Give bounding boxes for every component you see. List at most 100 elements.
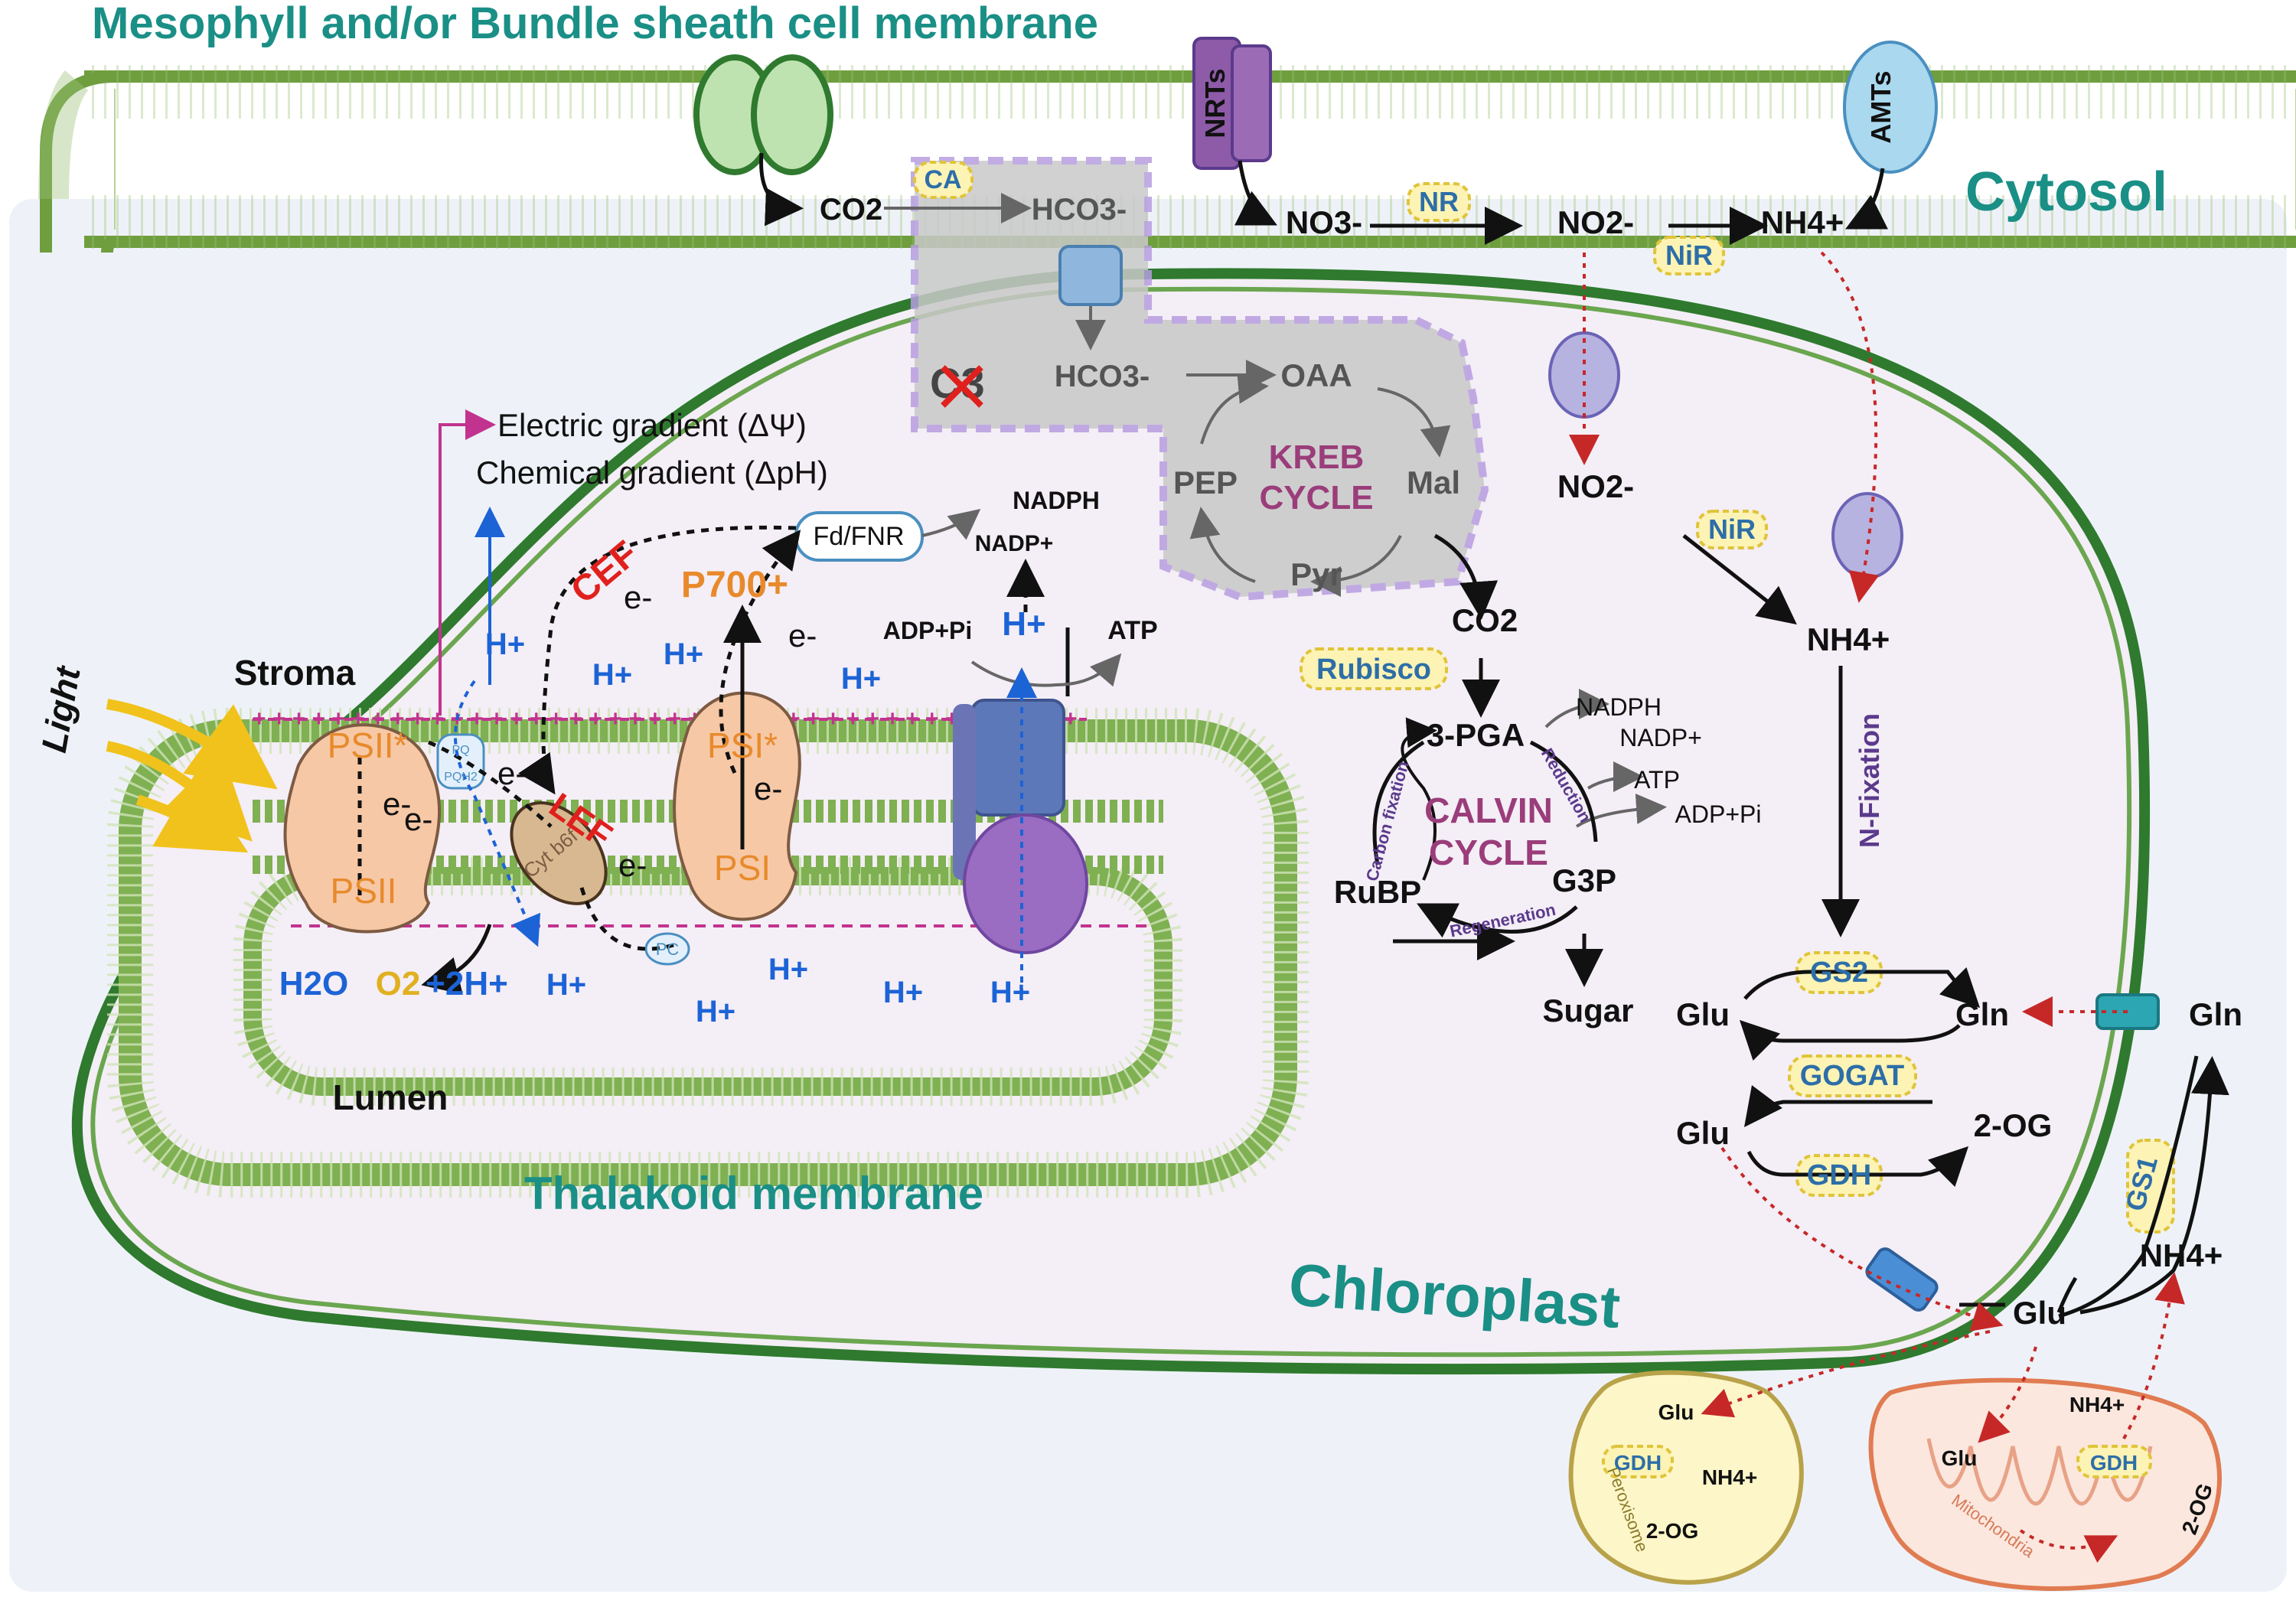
- met-perox-2og: 2-OG: [1646, 1519, 1698, 1543]
- met-glu-cyt: Glu: [2013, 1295, 2066, 1331]
- met-nh4-top: NH4+: [1761, 204, 1844, 240]
- amts-label: AMTs: [1865, 70, 1896, 143]
- co2-channel-protein: [693, 54, 833, 175]
- electron-4: e-: [624, 579, 652, 615]
- met-mito-nh4: NH4+: [2069, 1393, 2125, 1416]
- electric-gradient-label: Electric gradient (ΔΨ): [497, 407, 807, 443]
- met-g3p: G3P: [1552, 862, 1616, 898]
- met-adppi-calvin: ADP+Pi: [1675, 800, 1762, 828]
- electron-paths: [357, 525, 1045, 951]
- met-co2-chl: CO2: [1452, 602, 1518, 638]
- met-no2-top: NO2-: [1557, 204, 1634, 240]
- membrane-title: Mesophyll and/or Bundle sheath cell memb…: [92, 0, 1098, 48]
- pqh2-label: PQH2: [444, 771, 478, 784]
- met-gln-cyt: Gln: [2189, 996, 2242, 1032]
- met-atp-calvin: ATP: [1634, 766, 1680, 794]
- met-nh4-chl: NH4+: [1807, 621, 1890, 657]
- two-protons-label: +2H+: [426, 965, 508, 1002]
- chemical-gradient-label: Chemical gradient (ΔpH): [476, 455, 828, 491]
- met-pep: PEP: [1173, 464, 1238, 500]
- met-no2-mid: NO2-: [1557, 468, 1634, 504]
- met-rubp: RuBP: [1334, 874, 1421, 910]
- cyt-b6f-complex: [510, 801, 608, 905]
- dotted-transport-arrows: [1569, 251, 2185, 1563]
- proton-3: H+: [664, 637, 703, 671]
- electron-7: e-: [618, 847, 647, 883]
- peroxisome-organelle: [1568, 1370, 1804, 1585]
- reaction-arrows: [421, 152, 2229, 1319]
- enzyme-gogat: GOGAT: [1800, 1060, 1905, 1092]
- psii-complex: [283, 723, 442, 934]
- met-perox-nh4: NH4+: [1702, 1465, 1757, 1489]
- met-sugar: Sugar: [1542, 993, 1633, 1028]
- enzyme-nir-2: NiR: [1708, 513, 1756, 545]
- lumen-label: Lumen: [333, 1077, 448, 1117]
- oxygen-label: O2: [376, 965, 421, 1002]
- electron-1: e-: [383, 786, 411, 822]
- thylakoid-membrane-label: Thalakoid membrane: [524, 1168, 983, 1219]
- kreb-cycle-label-1: KREB: [1269, 438, 1365, 476]
- met-nadp-calvin: NADP+: [1619, 724, 1702, 751]
- enzyme-gs2: GS2: [1810, 957, 1868, 989]
- cytosol-label: Cytosol: [1965, 161, 2167, 223]
- amts-transporter: [1843, 41, 1938, 174]
- met-no3: NO3-: [1286, 204, 1362, 240]
- electron-2: e-: [404, 801, 432, 837]
- stroma-plus-signs: + + + + + + + + + + + + + + + + + + + + …: [253, 706, 1078, 732]
- enzyme-gdh-peroxisome: GDH: [1614, 1451, 1662, 1475]
- n-fixation-label: N-Fixation: [1854, 713, 1885, 848]
- atp-label: ATP: [1107, 616, 1157, 645]
- proton-7: H+: [696, 995, 735, 1028]
- psi-star-label: PSI*: [707, 725, 778, 765]
- c4-shuttle-zone: [911, 157, 1489, 601]
- met-nadph-calvin: NADPH: [1576, 693, 1662, 721]
- nadp-label: NADP+: [975, 531, 1054, 556]
- met-perox-glu: Glu: [1658, 1400, 1694, 1424]
- nrts-transporter: [1192, 37, 1272, 170]
- calvin-cycle-label-1: CALVIN: [1424, 790, 1553, 830]
- gradient-arrow: [439, 409, 496, 715]
- fd-fnr-label: Fd/FNR: [814, 522, 905, 551]
- met-gln-1: Gln: [1955, 996, 2009, 1032]
- proton-9: H+: [883, 976, 923, 1009]
- enzyme-rubisco: Rubisco: [1316, 654, 1431, 686]
- kreb-cycle-label-2: CYCLE: [1259, 479, 1373, 517]
- proton-5: H+: [1002, 605, 1045, 643]
- atp-synthase: [953, 699, 1088, 954]
- met-glu-1: Glu: [1676, 996, 1730, 1032]
- proton-6: H+: [546, 968, 586, 1002]
- proton-2: H+: [592, 658, 632, 692]
- hco3-channel-protein: [1058, 245, 1123, 306]
- met-mito-glu: Glu: [1942, 1446, 1978, 1470]
- proton-10: H+: [990, 976, 1030, 1009]
- psii-star-label: PSII*: [328, 725, 408, 765]
- proton-1: H+: [485, 627, 525, 661]
- pq-label: PQ: [452, 744, 469, 757]
- met-3pga: 3-PGA: [1427, 717, 1525, 753]
- nh4-channel-protein: [1831, 492, 1903, 579]
- psi-label: PSI: [714, 848, 771, 888]
- enzyme-nr: NR: [1419, 186, 1459, 217]
- met-nh4-cyt: NH4+: [2140, 1237, 2223, 1273]
- pc-label: PC: [656, 940, 680, 959]
- electron-5: e-: [788, 618, 817, 654]
- nrts-label: NRTs: [1199, 68, 1231, 138]
- met-glu-2: Glu: [1676, 1115, 1730, 1151]
- enzyme-ca: CA: [924, 165, 961, 194]
- light-rays: [106, 699, 278, 853]
- psii-label: PSII: [331, 871, 397, 911]
- met-2og: 2-OG: [1974, 1107, 2053, 1143]
- electron-3: e-: [497, 755, 526, 791]
- p700-label: P700+: [681, 565, 788, 605]
- met-co2-top: CO2: [820, 193, 882, 227]
- enzyme-gdh: GDH: [1807, 1159, 1871, 1191]
- enzyme-pills: [913, 161, 2175, 1478]
- mitochondria-organelle: [1868, 1377, 2222, 1591]
- met-mal: Mal: [1407, 464, 1460, 500]
- pc-carrier: [644, 932, 690, 966]
- gray-arrows: [884, 193, 1667, 881]
- calvin-cycle-circle: [1372, 740, 1598, 932]
- adp-pi-label: ADP+Pi: [883, 617, 972, 644]
- nadph-label: NADPH: [1013, 487, 1100, 514]
